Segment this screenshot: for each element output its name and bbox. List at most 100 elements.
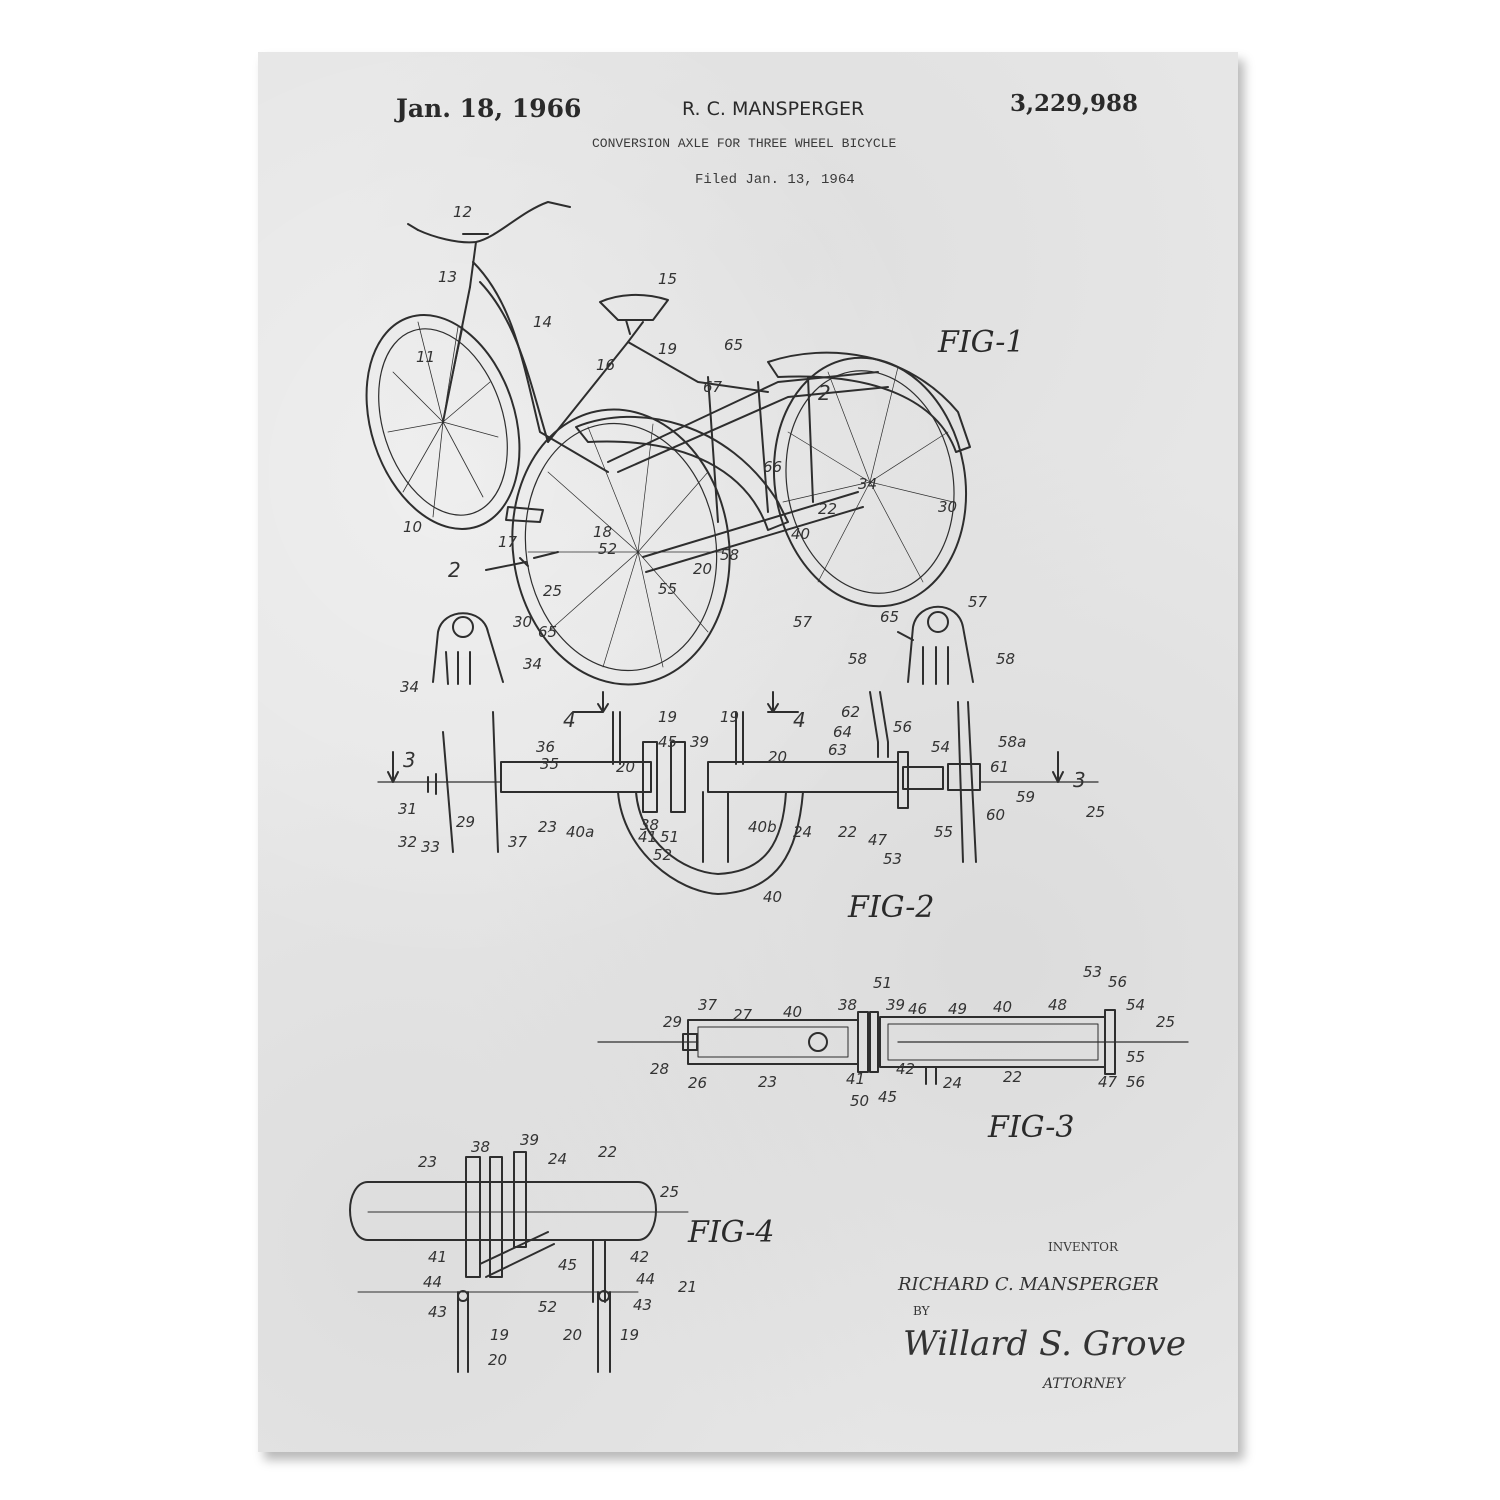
svg-text:43: 43 [428, 1303, 447, 1321]
svg-text:44: 44 [636, 1270, 655, 1288]
svg-text:25: 25 [660, 1183, 679, 1201]
inventor-name: RICHARD C. MANSPERGER [898, 1274, 1159, 1295]
svg-text:29: 29 [456, 813, 475, 831]
svg-text:41: 41 [428, 1248, 447, 1266]
svg-text:25: 25 [543, 582, 562, 600]
svg-text:41: 41 [638, 828, 657, 846]
svg-text:24: 24 [943, 1074, 962, 1092]
svg-text:17: 17 [498, 533, 518, 551]
patent-title: CONVERSION AXLE FOR THREE WHEEL BICYCLE [592, 136, 897, 151]
svg-text:2: 2 [448, 558, 461, 582]
svg-text:61: 61 [990, 758, 1009, 776]
svg-text:31: 31 [398, 800, 417, 818]
filed-date: Filed Jan. 13, 1964 [695, 172, 855, 188]
svg-text:24: 24 [548, 1150, 567, 1168]
svg-text:49: 49 [948, 1000, 967, 1018]
svg-text:14: 14 [533, 313, 552, 331]
svg-text:23: 23 [538, 818, 557, 836]
svg-text:65: 65 [724, 336, 743, 354]
svg-text:19: 19 [658, 708, 677, 726]
svg-text:33: 33 [421, 838, 440, 856]
svg-text:20: 20 [563, 1326, 582, 1344]
svg-text:19: 19 [490, 1326, 509, 1344]
svg-text:25: 25 [1086, 803, 1105, 821]
svg-text:15: 15 [658, 270, 677, 288]
svg-text:65: 65 [538, 623, 557, 641]
svg-text:40: 40 [783, 1003, 802, 1021]
svg-text:24: 24 [793, 823, 812, 841]
svg-text:10: 10 [403, 518, 422, 536]
patent-print-canvas: Jan. 18, 1966 R. C. MANSPERGER 3,229,988… [258, 52, 1238, 1452]
attorney-signature: Willard S. Grove [903, 1324, 1186, 1364]
svg-text:56: 56 [1108, 973, 1127, 991]
svg-text:45: 45 [558, 1256, 577, 1274]
svg-text:44: 44 [423, 1273, 442, 1291]
svg-text:56: 56 [893, 718, 912, 736]
svg-text:38: 38 [838, 996, 857, 1014]
svg-text:21: 21 [678, 1278, 697, 1296]
svg-text:34: 34 [858, 475, 877, 493]
fig2-axle-drawing [377, 605, 1099, 895]
svg-text:28: 28 [650, 1060, 669, 1078]
svg-text:18: 18 [593, 523, 612, 541]
svg-text:40: 40 [791, 525, 810, 543]
svg-text:58a: 58a [998, 733, 1026, 751]
svg-text:51: 51 [660, 828, 679, 846]
fig4-detail-drawing [349, 1151, 689, 1373]
svg-text:34: 34 [523, 655, 542, 673]
attorney-label: ATTORNEY [1043, 1376, 1126, 1392]
patent-inventor-header: R. C. MANSPERGER [682, 98, 865, 120]
svg-text:16: 16 [596, 356, 615, 374]
svg-text:39: 39 [886, 996, 905, 1014]
svg-text:29: 29 [663, 1013, 682, 1031]
svg-text:54: 54 [931, 738, 950, 756]
svg-text:38: 38 [640, 816, 659, 834]
svg-text:47: 47 [868, 831, 888, 849]
patent-number: 3,229,988 [1010, 90, 1139, 117]
svg-text:57: 57 [793, 613, 813, 631]
svg-text:55: 55 [1126, 1048, 1145, 1066]
svg-text:30: 30 [513, 613, 532, 631]
svg-text:43: 43 [633, 1296, 652, 1314]
svg-text:22: 22 [818, 500, 837, 518]
svg-text:32: 32 [398, 833, 417, 851]
svg-text:40b: 40b [748, 818, 777, 836]
fig3-section-drawing [597, 1009, 1189, 1085]
svg-text:50: 50 [850, 1092, 869, 1110]
svg-text:22: 22 [1003, 1068, 1022, 1086]
svg-text:38: 38 [471, 1138, 490, 1156]
svg-text:63: 63 [828, 741, 847, 759]
svg-text:42: 42 [630, 1248, 649, 1266]
svg-text:42: 42 [896, 1060, 915, 1078]
svg-text:23: 23 [418, 1153, 437, 1171]
svg-text:52: 52 [538, 1298, 557, 1316]
svg-text:52: 52 [653, 846, 672, 864]
svg-text:67: 67 [703, 378, 723, 396]
svg-text:58: 58 [720, 546, 739, 564]
svg-text:37: 37 [698, 996, 718, 1014]
svg-text:53: 53 [1083, 963, 1102, 981]
svg-text:25: 25 [1156, 1013, 1175, 1031]
svg-text:23: 23 [758, 1073, 777, 1091]
svg-text:22: 22 [838, 823, 857, 841]
svg-text:34: 34 [400, 678, 419, 696]
svg-text:39: 39 [520, 1131, 539, 1149]
svg-text:59: 59 [1016, 788, 1035, 806]
fig2-caption: FIG-2 [847, 890, 934, 925]
svg-text:19: 19 [620, 1326, 639, 1344]
svg-text:64: 64 [833, 723, 852, 741]
svg-text:27: 27 [733, 1006, 753, 1024]
svg-text:48: 48 [1048, 996, 1067, 1014]
svg-text:40a: 40a [566, 823, 594, 841]
svg-text:58: 58 [996, 650, 1015, 668]
svg-text:66: 66 [763, 458, 782, 476]
svg-text:65: 65 [880, 608, 899, 626]
svg-text:22: 22 [598, 1143, 617, 1161]
svg-text:20: 20 [488, 1351, 507, 1369]
svg-text:40: 40 [763, 888, 782, 906]
svg-text:40: 40 [993, 998, 1012, 1016]
fig4-caption: FIG-4 [687, 1215, 774, 1250]
svg-text:57: 57 [968, 593, 988, 611]
svg-text:30: 30 [938, 498, 957, 516]
